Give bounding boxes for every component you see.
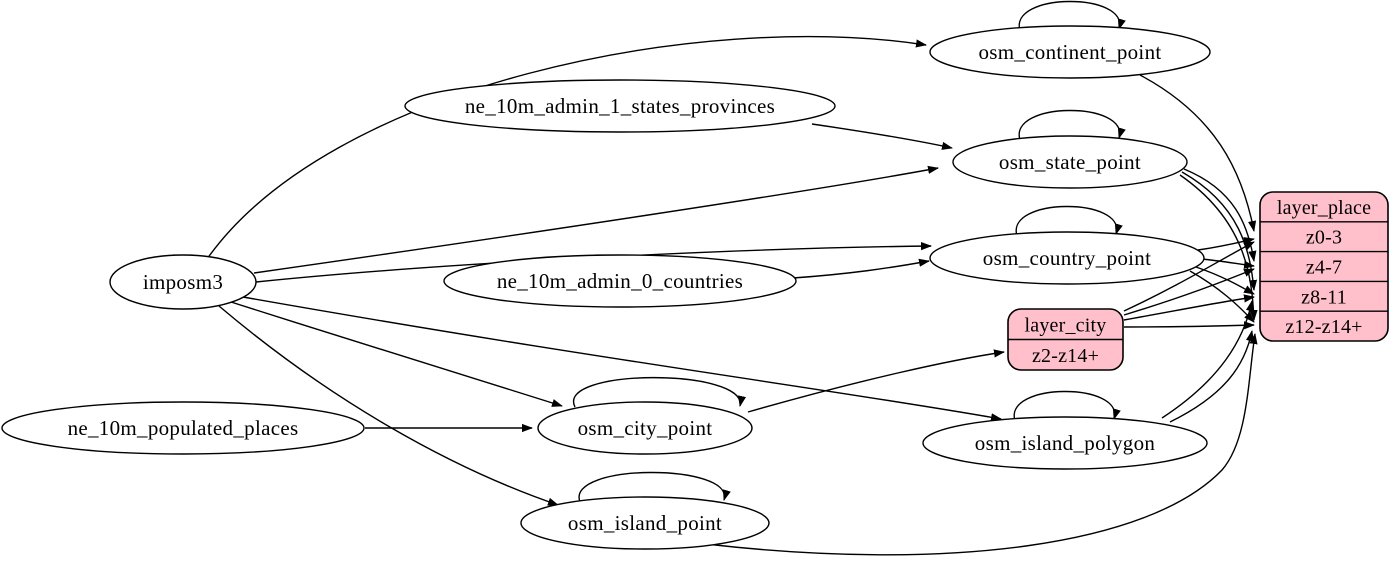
edge-osm_city_point-self-loop: [572, 377, 747, 408]
layer_place-row-title: layer_place: [1277, 197, 1371, 219]
osm_continent_point-shape: [929, 25, 1211, 79]
edge-ne_10m_admin_1_states_provinces-to-osm_state_point: [811, 123, 953, 150]
edge-osm_country_point-self-loop: [1015, 205, 1123, 237]
ne_10m_admin_0_countries-label: ne_10m_admin_0_countries: [497, 269, 743, 293]
layer_place-row-z8-11: z8-11: [1301, 286, 1347, 308]
osm_city_point-shape: [537, 401, 753, 455]
edge-osm_island_polygon-to-layer_place:z8-11: [1161, 300, 1255, 419]
layer_place-row-z4-7: z4-7: [1306, 257, 1342, 279]
edge-osm_island_polygon-self-loop: [1013, 390, 1121, 422]
layer_city-row-title: layer_city: [1025, 314, 1107, 336]
layer_place-row-z0-3: z0-3: [1306, 227, 1342, 249]
node-osm_continent_point: osm_continent_point: [929, 25, 1211, 79]
edge-layer_city-to-layer_place:z4-7: [1123, 268, 1255, 316]
edge-ne_10m_admin_0_countries-to-osm_country_point: [792, 258, 930, 279]
layer_city-row-z2-z14plus: z2-z14+: [1032, 345, 1099, 367]
node-osm_island_polygon: osm_island_polygon: [922, 416, 1208, 470]
node-imposm3: imposm3: [109, 254, 257, 310]
ne_10m_populated_places-label: ne_10m_populated_places: [68, 416, 299, 440]
edge-imposm3-to-osm_island_polygon: [242, 296, 1002, 422]
osm_state_point-label: osm_state_point: [999, 150, 1141, 174]
osm_island_polygon-label: osm_island_polygon: [975, 431, 1156, 455]
node-layer_place: layer_place z0-3 z4-7 z8-11 z12-z14+: [1259, 191, 1389, 342]
edge-imposm3-to-osm_island_point: [218, 305, 559, 506]
ne_10m_populated_places-shape: [1, 401, 365, 455]
node-layer_city: layer_city z2-z14+: [1007, 308, 1124, 371]
osm_country_point-shape: [929, 231, 1205, 285]
edge-osm_continent_point-self-loop: [1018, 0, 1126, 32]
layer_place-row-z12-z14plus: z12-z14+: [1285, 316, 1362, 338]
node-ne_10m_admin_0_countries: ne_10m_admin_0_countries: [443, 254, 797, 308]
osm_country_point-label: osm_country_point: [983, 246, 1151, 270]
osm_state_point-shape: [952, 135, 1188, 189]
node-osm_country_point: osm_country_point: [929, 231, 1205, 285]
nodes-layer: imposm3 ne_10m_admin_1_states_provincesne…: [1, 25, 1389, 550]
osm_continent_point-label: osm_continent_point: [978, 40, 1161, 64]
edge-osm_city_point-to-layer_city:z2-z14plus: [747, 349, 1005, 413]
osm_island_point-shape: [520, 496, 770, 550]
osm_island_point-label: osm_island_point: [568, 511, 722, 535]
node-osm_city_point: osm_city_point: [537, 401, 753, 455]
edge-osm_country_point-to-layer_place:z0-3: [1197, 237, 1255, 251]
node-osm_state_point: osm_state_point: [952, 135, 1188, 189]
osm_city_point-label: osm_city_point: [578, 416, 713, 440]
node-osm_island_point: osm_island_point: [520, 496, 770, 550]
edge-osm_continent_point-to-layer_place:z0-3: [1139, 74, 1257, 232]
node-ne_10m_populated_places: ne_10m_populated_places: [1, 401, 365, 455]
imposm3-label: imposm3: [143, 270, 223, 294]
edge-layer_city-to-layer_place:z0-3: [1123, 241, 1255, 312]
ne_10m_admin_1_states_provinces-label: ne_10m_admin_1_states_provinces: [465, 94, 775, 118]
edge-osm_island_point-self-loop: [578, 471, 731, 503]
edge-osm_state_point-self-loop: [1018, 109, 1126, 141]
edge-layer_city-to-layer_place:z8-11: [1123, 294, 1255, 321]
edge-osm_island_point-to-layer_place:z12-z14plus: [705, 333, 1258, 556]
ne_10m_admin_0_countries-shape: [443, 254, 797, 308]
edge-imposm3-to-osm_continent_point: [206, 35, 927, 260]
ne_10m_admin_1_states_provinces-shape: [404, 79, 836, 133]
edge-osm_country_point-to-layer_place:z12-z14plus: [1189, 270, 1255, 323]
edge-imposm3-to-osm_state_point: [253, 165, 939, 274]
edge-imposm3-to-osm_city_point: [230, 301, 563, 407]
edge-osm_island_polygon-to-layer_place:z12-z14plus: [1169, 330, 1254, 423]
layer_place-shape: [1259, 191, 1389, 342]
imposm3-shape: [109, 254, 257, 310]
edge-osm_country_point-to-layer_place:z4-7: [1201, 258, 1255, 269]
osm_island_polygon-shape: [922, 416, 1208, 470]
edges-layer: [206, 0, 1258, 556]
edge-layer_city-to-layer_place:z12-z14plus: [1123, 321, 1255, 330]
node-ne_10m_admin_1_states_provinces: ne_10m_admin_1_states_provinces: [404, 79, 836, 133]
